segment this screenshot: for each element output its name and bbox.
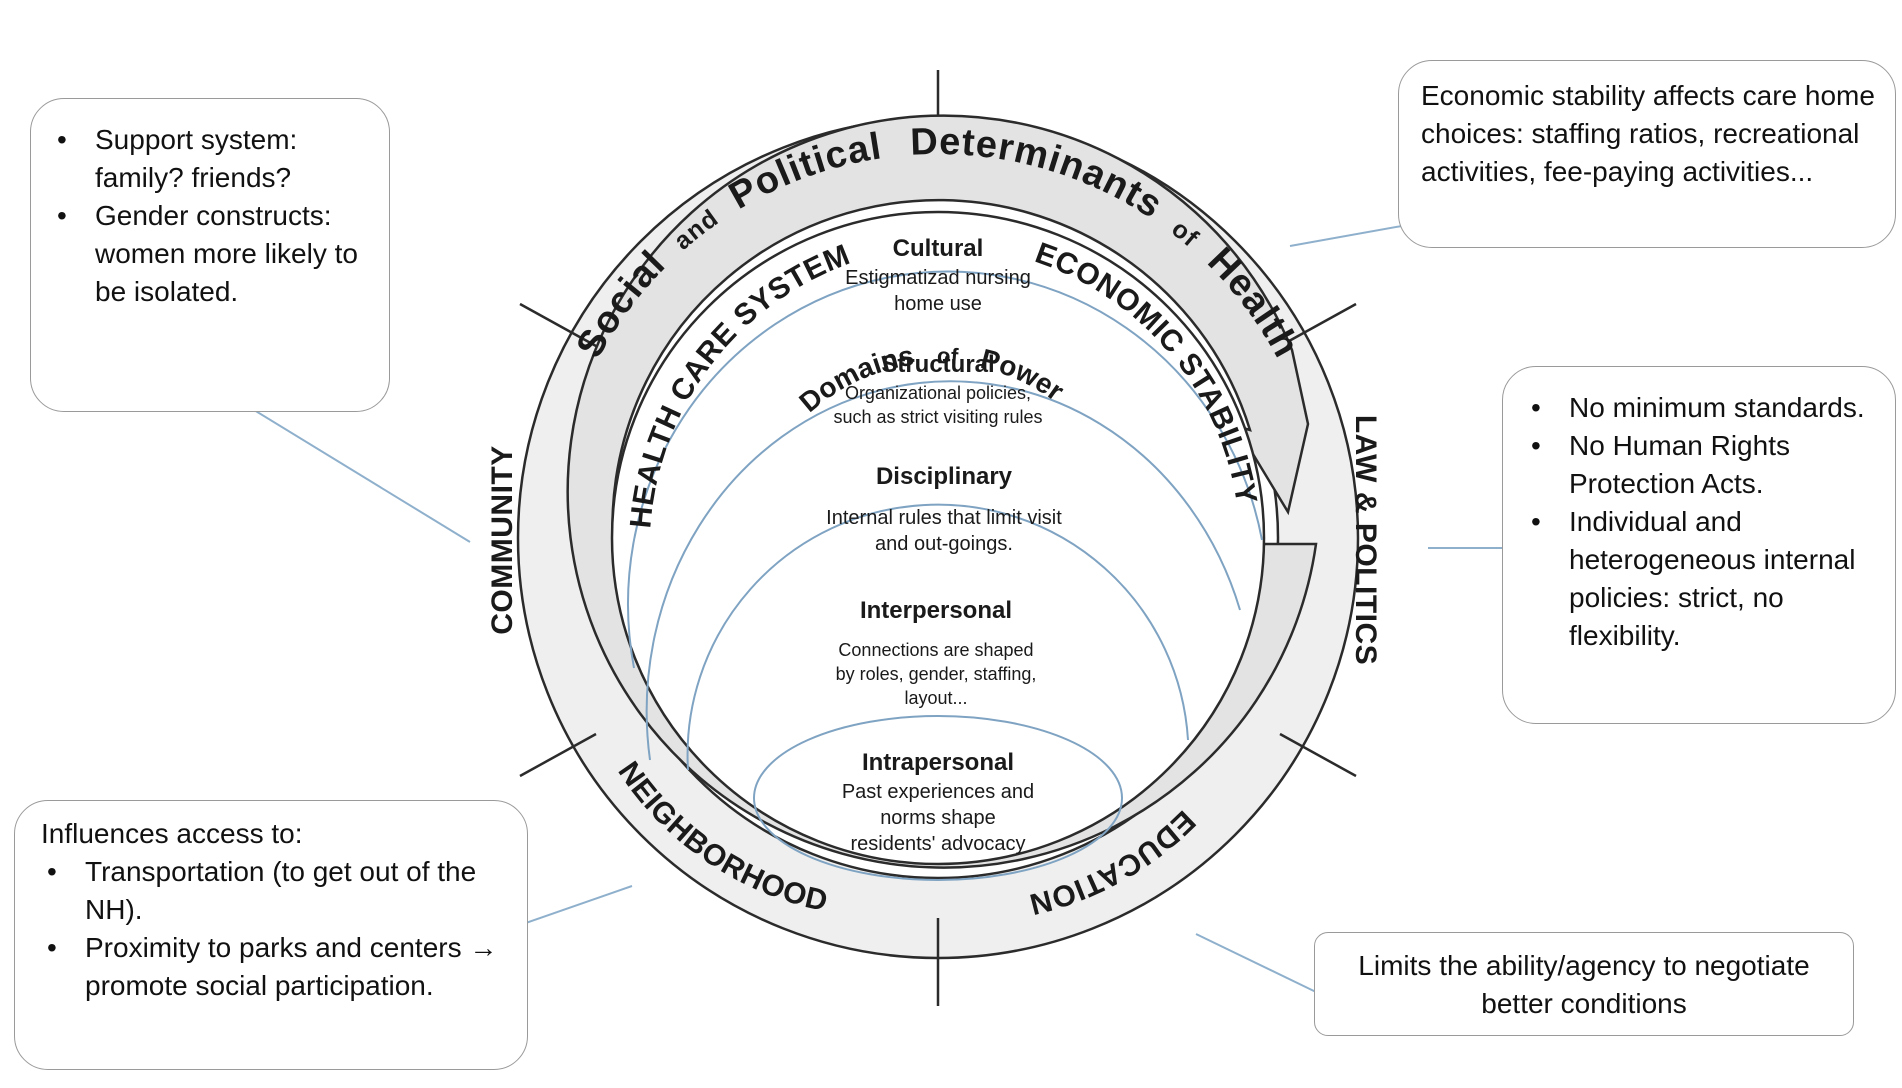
layer-desc-line: by roles, gender, staffing, xyxy=(836,664,1037,684)
layer-desc-line: Past experiences and xyxy=(842,781,1034,803)
callout-bullet: Gender constructs: women more likely to … xyxy=(51,197,375,311)
layer-desc-line: Estigmatizad nursing xyxy=(845,267,1031,289)
sector-label-community: COMMUNITY xyxy=(486,445,519,634)
layer-desc-line: such as strict visiting rules xyxy=(833,407,1042,427)
callout-intro: Influences access to: xyxy=(41,818,303,849)
inner-circle xyxy=(610,210,1266,866)
callout-law-politics: No minimum standards. No Human Rights Pr… xyxy=(1502,366,1896,724)
layer-interpersonal: Interpersonal Connections are shaped by … xyxy=(836,597,1037,708)
domains-word-of: of xyxy=(937,343,960,369)
layer-title: Cultural xyxy=(893,235,984,262)
callout-bullet: Transportation (to get out of the NH). xyxy=(41,853,513,929)
layer-title: Disciplinary xyxy=(876,463,1013,490)
callout-text: Economic stability affects care home cho… xyxy=(1421,80,1875,187)
callout-bullet: Support system: family? friends? xyxy=(51,121,375,197)
callout-bullet: No minimum standards. xyxy=(1525,389,1881,427)
callout-text: Limits the ability/agency to negotiate b… xyxy=(1358,950,1810,1019)
callout-bullet: Proximity to parks and centers → promote… xyxy=(41,929,513,1005)
layer-disciplinary: Disciplinary Internal rules that limit v… xyxy=(826,463,1062,555)
layer-arcs xyxy=(627,270,1263,881)
layer-structural: Structural Organizational policies, such… xyxy=(833,351,1042,427)
layer-desc-line: norms shape xyxy=(880,807,996,829)
sector-dividers xyxy=(519,70,1357,1006)
callout-economic: Economic stability affects care home cho… xyxy=(1398,60,1896,248)
layer-cultural: Cultural Estigmatizad nursing home use xyxy=(845,235,1031,315)
callout-bullet: Individual and heterogeneous internal po… xyxy=(1525,503,1881,655)
layer-title: Interpersonal xyxy=(860,597,1012,624)
callout-education: Limits the ability/agency to negotiate b… xyxy=(1314,932,1854,1036)
callout-neighborhood: Influences access to: Transportation (to… xyxy=(14,800,528,1070)
callout-bullet: No Human Rights Protection Acts. xyxy=(1525,427,1881,503)
layer-intrapersonal: Intrapersonal Past experiences and norms… xyxy=(842,749,1034,855)
layer-desc-line: home use xyxy=(894,293,982,315)
callout-community: Support system: family? friends? Gender … xyxy=(30,98,390,412)
layer-desc-line: Organizational policies, xyxy=(845,383,1031,403)
layer-desc-line: Internal rules that limit visit xyxy=(826,507,1062,529)
layer-desc-line: and out-goings. xyxy=(875,533,1013,555)
layer-title: Structural xyxy=(881,351,994,378)
layer-desc-line: residents' advocacy xyxy=(850,833,1025,855)
layer-title: Intrapersonal xyxy=(862,749,1014,776)
layer-desc-line: Connections are shaped xyxy=(838,640,1033,660)
sector-label-law-politics: LAW & POLITICS xyxy=(1349,415,1382,665)
layer-desc-line: layout... xyxy=(904,688,967,708)
